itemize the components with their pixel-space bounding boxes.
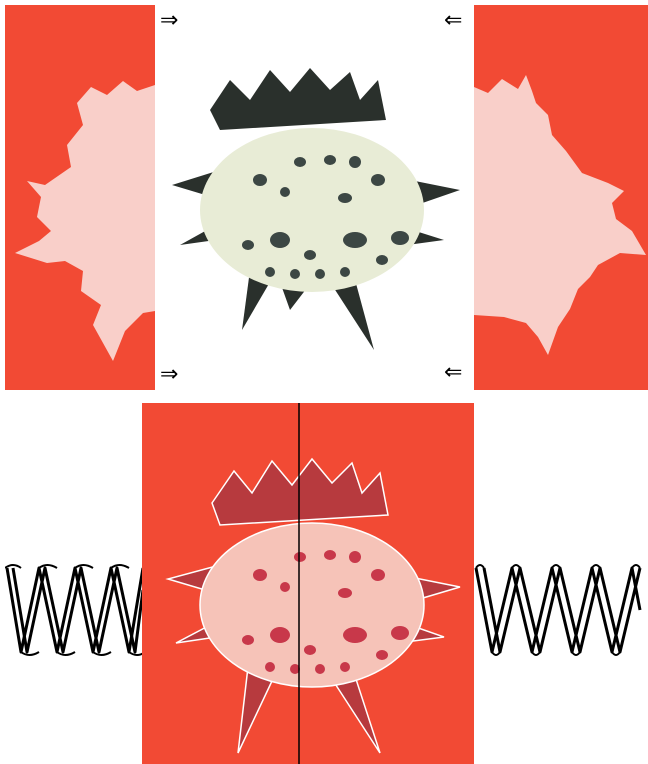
specimen-abdomen [200,128,424,292]
left-coil-spring-icon [5,560,145,660]
right-mold-panel [474,5,648,390]
right-double-arrow-icon: ⇒ [160,10,178,32]
tinted-abdomen [200,523,424,687]
spider-specimen [160,60,470,360]
left-double-arrow-icon: ⇐ [444,362,462,384]
right-double-arrow-icon: ⇒ [160,364,178,386]
left-mold-panel [5,5,155,390]
combined-mold [142,403,474,764]
right-coil-spring-icon [474,560,642,660]
left-double-arrow-icon: ⇐ [444,10,462,32]
